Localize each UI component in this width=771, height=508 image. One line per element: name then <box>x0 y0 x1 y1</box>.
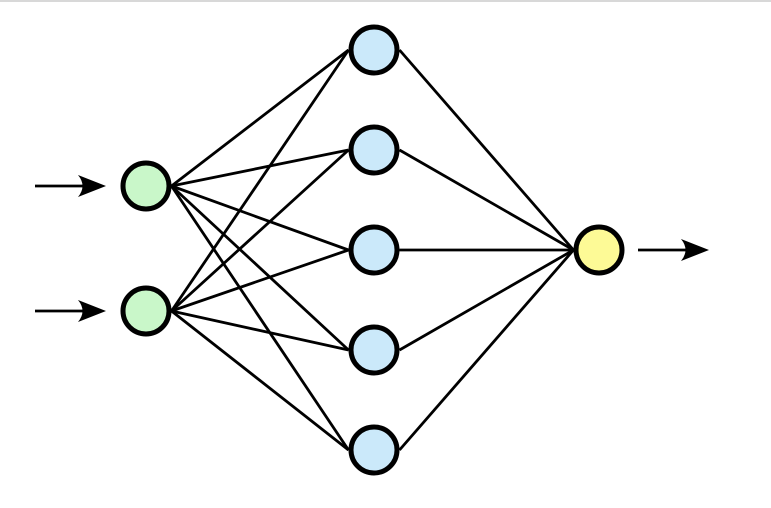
top-border-line <box>0 0 771 2</box>
edge-line-i2-h3 <box>171 248 349 313</box>
input-arrow-1 <box>35 175 106 197</box>
output-arrow <box>638 239 709 261</box>
edge-line-i1-h2 <box>171 148 349 188</box>
input-node-i1 <box>120 160 172 212</box>
output-arrow-head-icon <box>681 239 709 261</box>
input-arrow-1-head-icon <box>78 175 106 197</box>
hidden-node-h3 <box>348 224 400 276</box>
edge-line-h1-o1 <box>398 49 575 251</box>
edge-line-h2-o1 <box>398 148 575 252</box>
output-node-o1 <box>573 224 625 276</box>
hidden-node-h2 <box>348 124 400 176</box>
edge-line-h5-o1 <box>398 249 575 451</box>
edge-line-i1-h5 <box>170 185 350 451</box>
hidden-node-h4 <box>348 324 400 376</box>
edge-line-i2-h2 <box>170 148 350 313</box>
edge-line-i2-h4 <box>171 309 349 352</box>
edge-line-i2-h1 <box>170 49 350 312</box>
edge-line-h4-o1 <box>398 248 575 352</box>
edge-line-i2-h5 <box>170 309 350 452</box>
hidden-node-h5 <box>348 424 400 476</box>
input-arrow-2-head-icon <box>78 300 106 322</box>
input-node-i2 <box>120 285 172 337</box>
edge-line-i1-h1 <box>170 48 350 188</box>
input-arrow-2 <box>35 300 106 322</box>
hidden-node-h1 <box>348 24 400 76</box>
edge-line-i1-h3 <box>171 184 349 252</box>
edge-line-i1-h4 <box>170 184 350 352</box>
